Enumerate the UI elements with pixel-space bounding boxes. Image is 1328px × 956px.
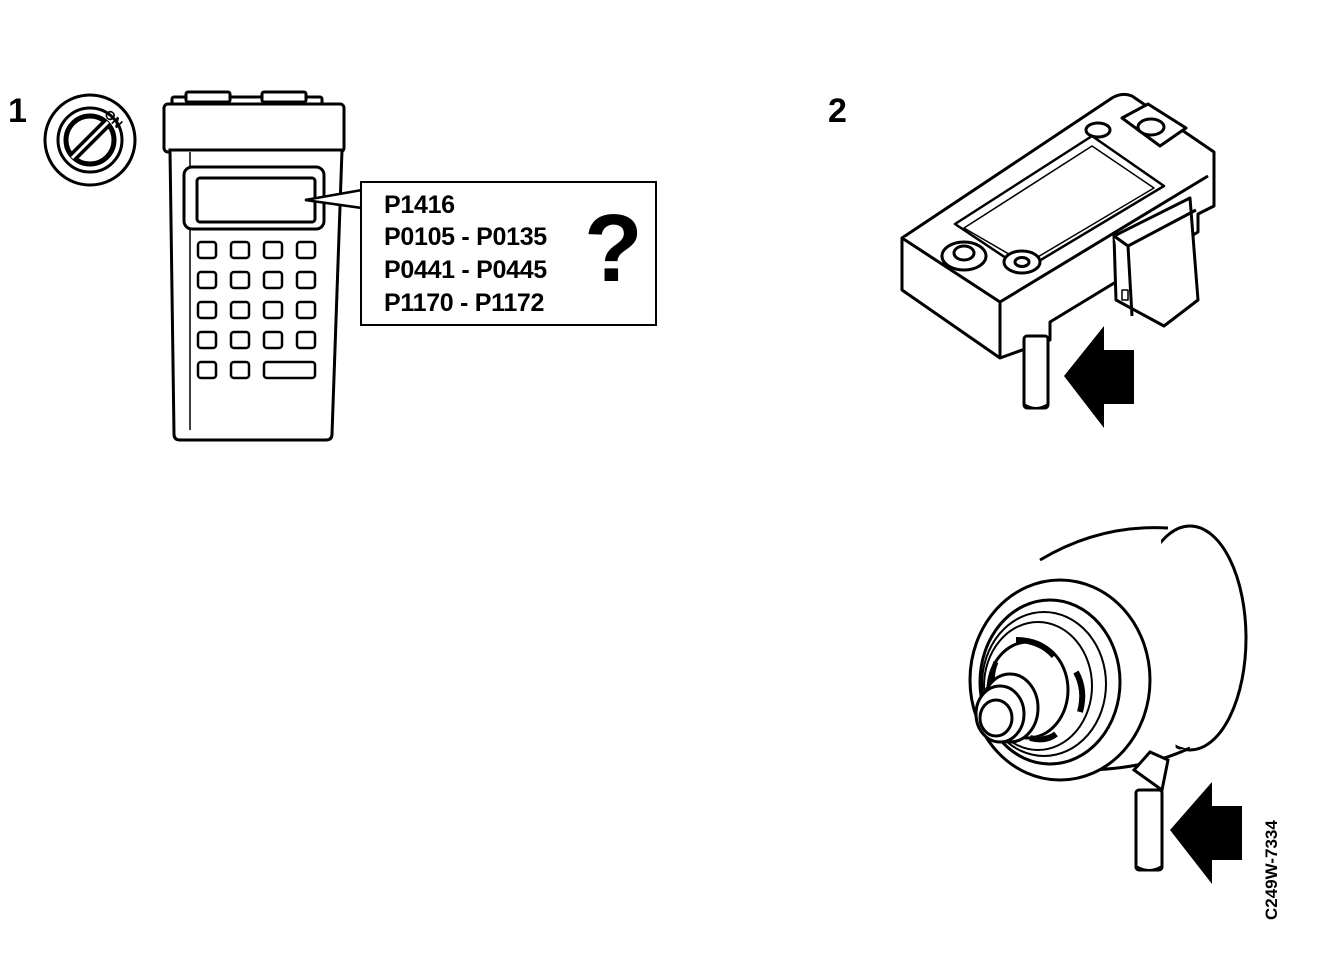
arrow-icon: [1170, 782, 1242, 884]
hand-held-scan-tool-icon: [162, 90, 364, 442]
map-sensor-icon: [900, 92, 1216, 410]
fault-code: P1170 - P1172: [384, 289, 545, 317]
ignition-key-icon: ON: [43, 93, 137, 187]
figure-reference-code: C249W-7334: [1262, 820, 1281, 920]
fault-code: P0105 - P0135: [384, 223, 547, 251]
step-number-2: 2: [828, 92, 847, 130]
fault-code-box: P1416 P0105 - P0135 P0441 - P0445 P1170 …: [360, 181, 657, 326]
fuel-pressure-regulator-icon: [968, 524, 1248, 872]
step-number-1: 1: [8, 92, 27, 130]
arrow-icon: [1064, 326, 1134, 428]
fault-code: P1416: [384, 191, 455, 219]
question-mark-icon: ?: [584, 195, 643, 302]
fault-code: P0441 - P0445: [384, 256, 547, 284]
